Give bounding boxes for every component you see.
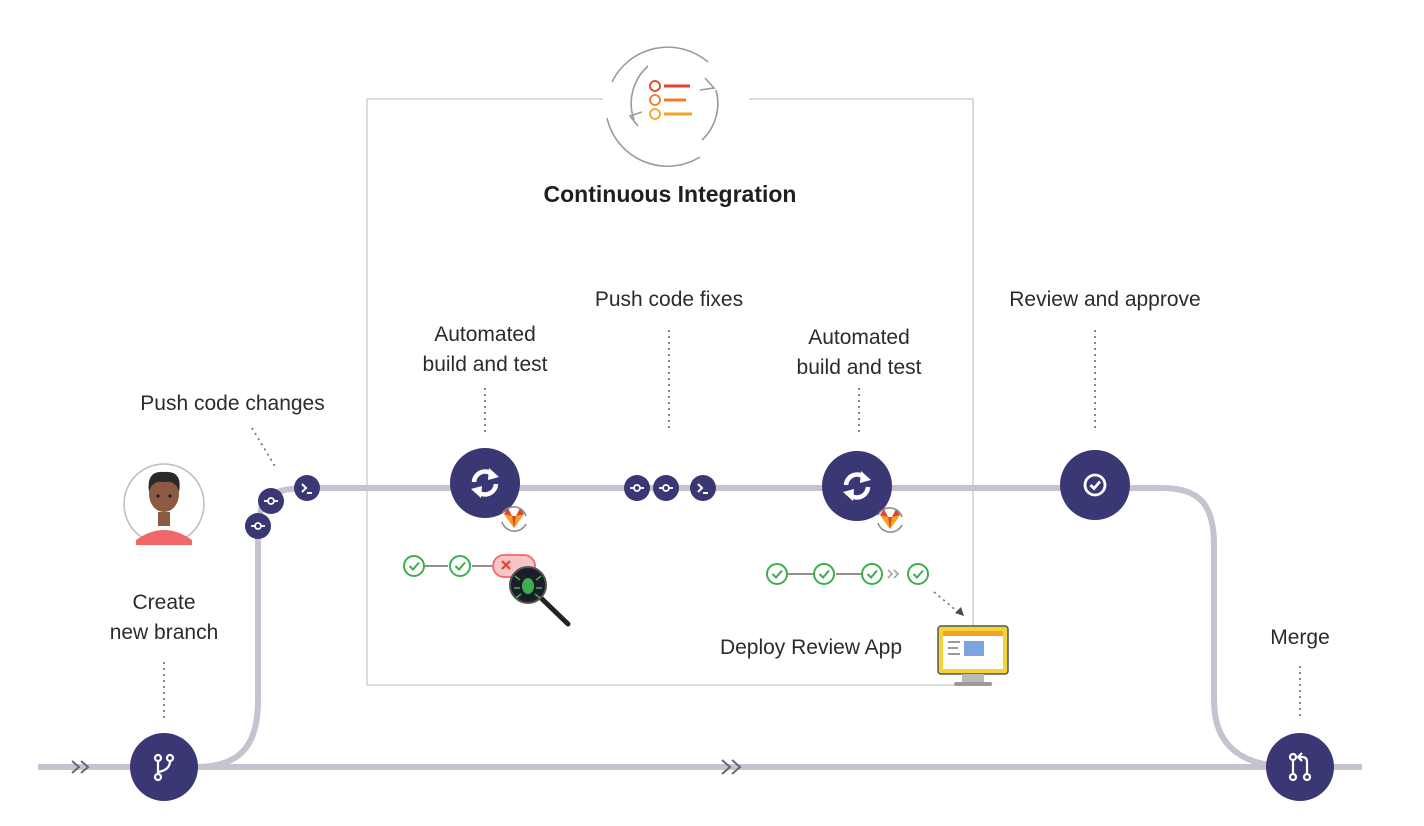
- push-fixes-label: Push code fixes: [594, 288, 744, 311]
- build-test-label-2: Automated build and test: [796, 326, 922, 379]
- deploy-review-app-label: Deploy Review App: [719, 636, 903, 659]
- job-success: [813, 563, 835, 585]
- ci-frame: [366, 98, 974, 686]
- merge-label: Merge: [1270, 626, 1330, 649]
- pipeline-node-2[interactable]: [822, 451, 892, 521]
- merge-request-icon: [1288, 752, 1312, 782]
- leader-lines: [163, 330, 1301, 722]
- ci-cycle-emblem: [606, 46, 719, 168]
- feature-track: [195, 485, 1296, 770]
- job-success: [449, 555, 471, 577]
- build-test-label-1: Automated build and test: [422, 323, 548, 376]
- branch-icon: [153, 753, 175, 782]
- review-approve-node[interactable]: [1060, 450, 1130, 520]
- ci-title: Continuous Integration: [543, 181, 797, 207]
- pipeline-node-1[interactable]: [450, 448, 520, 518]
- commit-node-4[interactable]: [653, 475, 679, 501]
- terminal-node-1[interactable]: [294, 475, 320, 501]
- job-success: [766, 563, 788, 585]
- deploy-arrowhead: [955, 607, 964, 616]
- commit-node-1[interactable]: [245, 513, 271, 539]
- commit-node-2[interactable]: [258, 488, 284, 514]
- bug-magnifier-icon: [509, 566, 571, 627]
- create-branch-node[interactable]: [130, 733, 198, 801]
- job-success: [907, 563, 929, 585]
- push-changes-label: Push code changes: [140, 392, 325, 415]
- job-success: [403, 555, 425, 577]
- developer-avatar: [123, 463, 205, 545]
- terminal-node-2[interactable]: [690, 475, 716, 501]
- merge-node[interactable]: [1266, 733, 1334, 801]
- create-branch-label: Create new branch: [109, 591, 219, 644]
- flow-arrows-left: [71, 760, 90, 774]
- review-approve-label: Review and approve: [1009, 288, 1201, 311]
- gitlab-fox-icon-2: [877, 507, 903, 533]
- commit-node-3[interactable]: [624, 475, 650, 501]
- monitor-icon: [937, 625, 1009, 686]
- job-success: [861, 563, 883, 585]
- check-circle-icon: [1083, 473, 1107, 497]
- flow-arrows-middle: [721, 759, 742, 775]
- pipeline-run-1: [403, 554, 571, 627]
- pipeline-run-2: [766, 563, 929, 585]
